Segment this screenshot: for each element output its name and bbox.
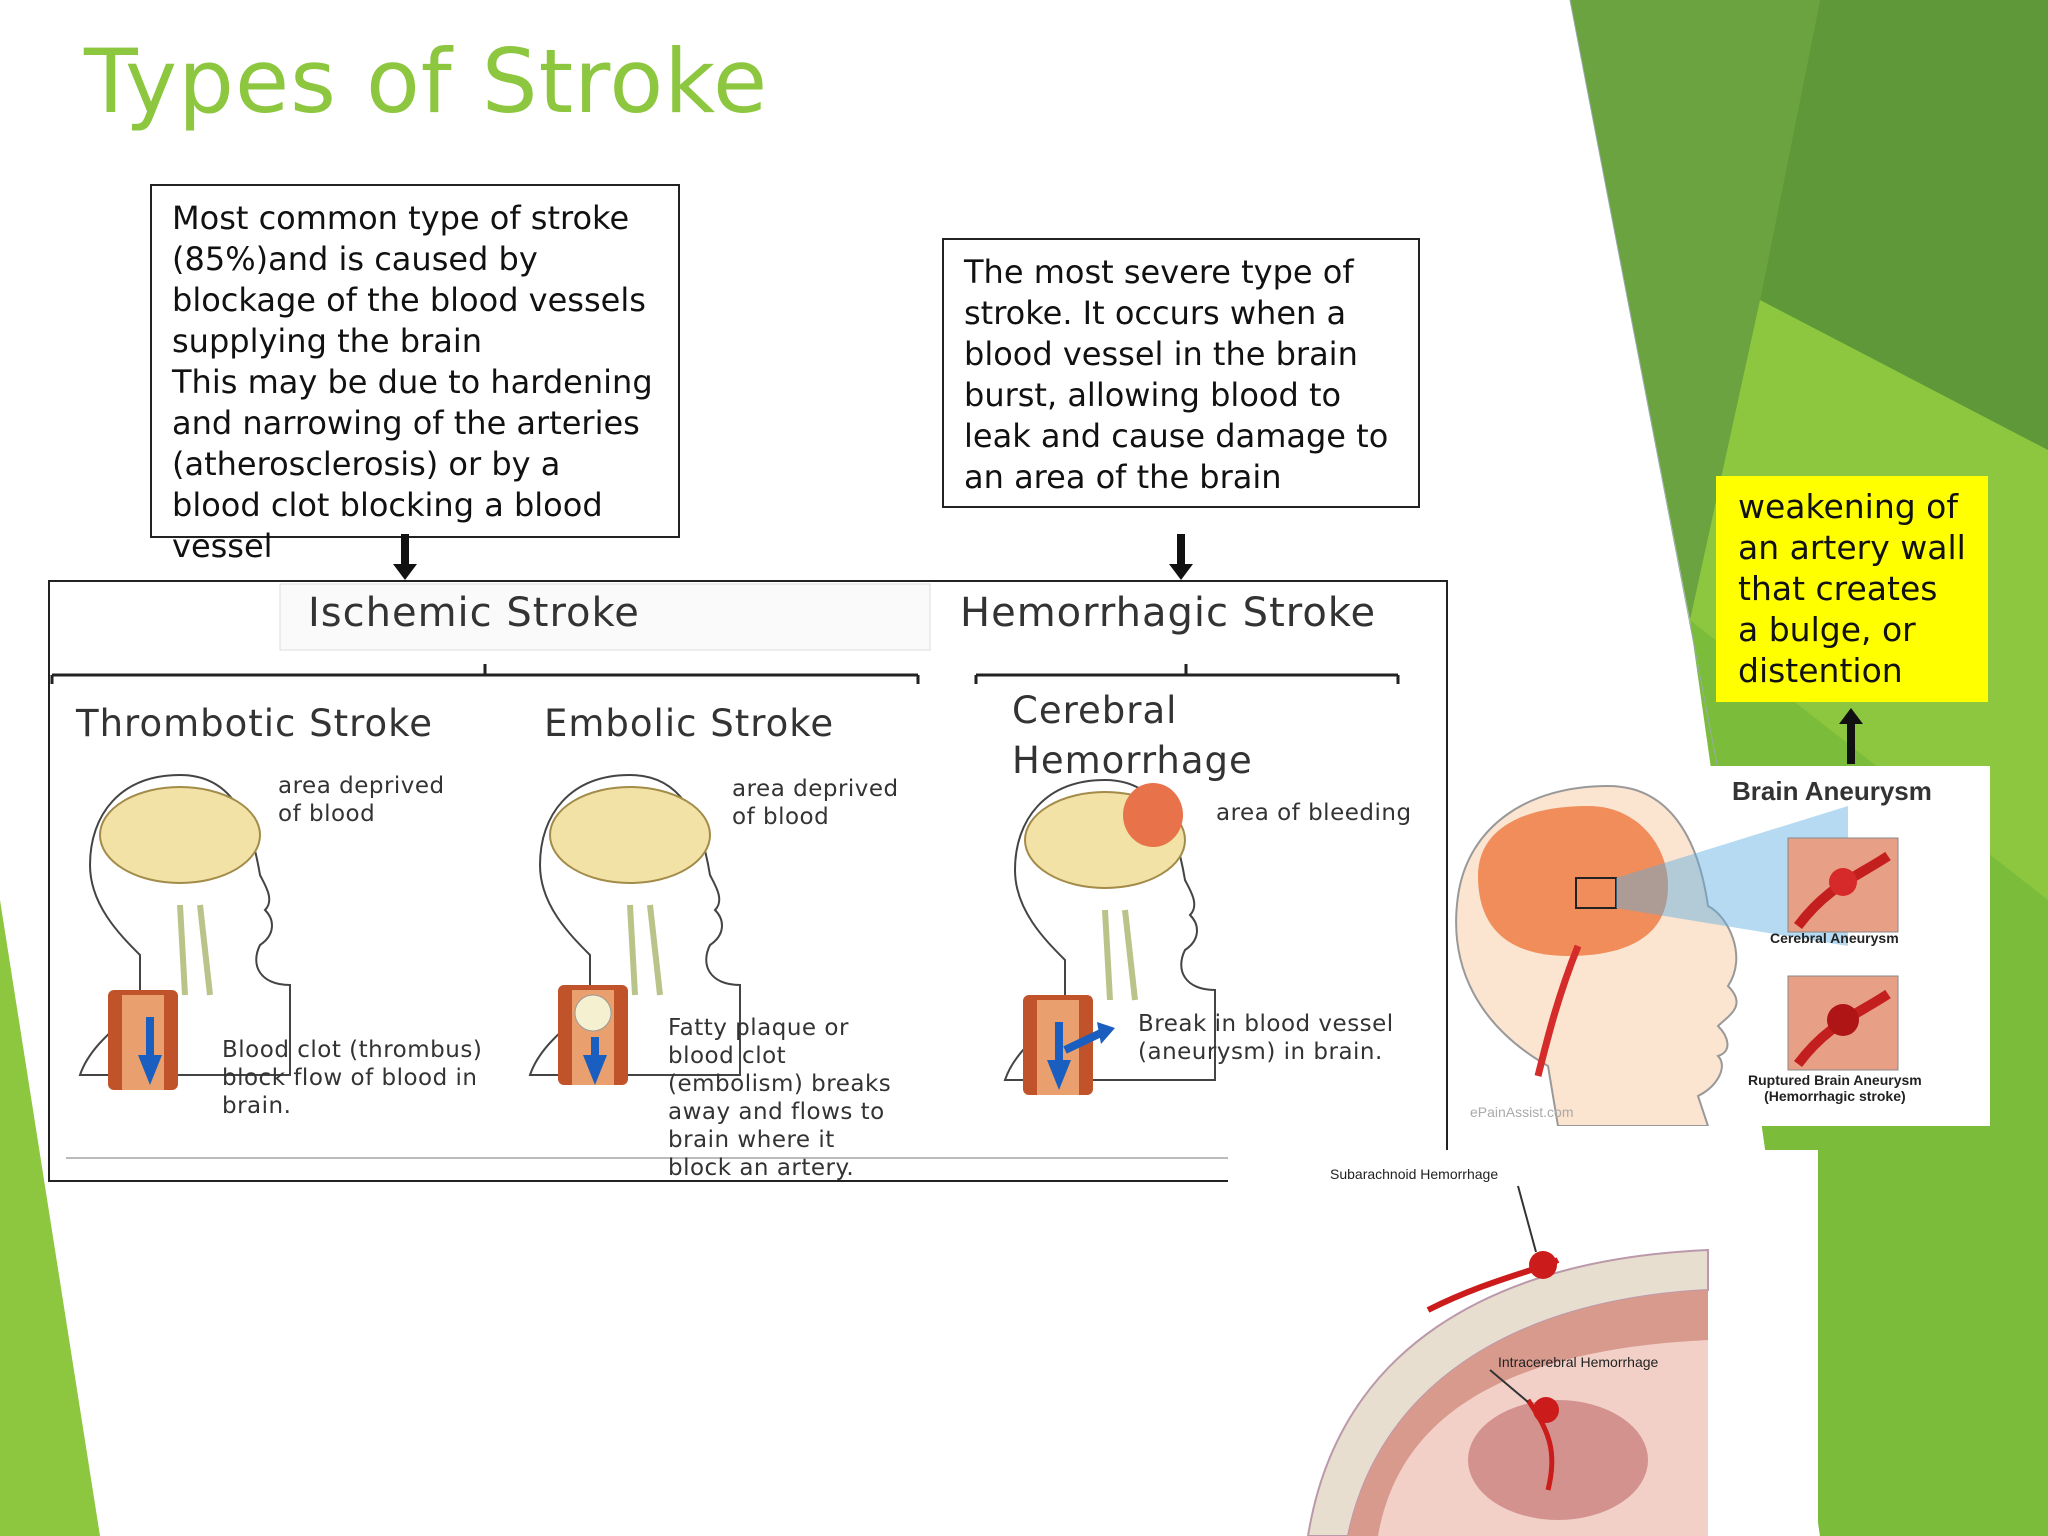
embolic-stroke-title: Embolic Stroke bbox=[544, 702, 835, 745]
page-title: Types of Stroke bbox=[84, 30, 769, 133]
cerebral-area-label: area of bleeding bbox=[1216, 800, 1412, 826]
thrombotic-area-label: area deprived of blood bbox=[278, 773, 445, 827]
embolic-head-illustration bbox=[528, 773, 741, 1085]
ischemic-stroke-header: Ischemic Stroke bbox=[308, 590, 640, 636]
embolic-area-label: area deprived of blood bbox=[732, 776, 899, 830]
aneurysm-image-title: Brain Aneurysm bbox=[1732, 776, 1932, 806]
arrow-down-icon bbox=[1169, 534, 1193, 580]
aneurysm-definition-box: weakening of an artery wall that creates… bbox=[1716, 476, 1988, 702]
stroke-types-diagram bbox=[48, 580, 1448, 1182]
hemorrhagic-stroke-header: Hemorrhagic Stroke bbox=[960, 590, 1377, 636]
diagram-lines bbox=[50, 583, 1400, 1159]
aneurysm-label-2: Ruptured Brain Aneurysm (Hemorrhagic str… bbox=[1748, 1072, 1922, 1104]
cerebral-caption: Break in blood vessel (aneurysm) in brai… bbox=[1138, 1011, 1394, 1065]
hemorrhage-illustration bbox=[1306, 1185, 1709, 1536]
cerebral-head-illustration bbox=[1003, 778, 1216, 1095]
thrombotic-head-illustration bbox=[78, 773, 291, 1090]
aneurysm-watermark: ePainAssist.com bbox=[1470, 1104, 1574, 1120]
arrow-down-icon bbox=[393, 534, 417, 580]
arrow-up-icon bbox=[1839, 708, 1863, 764]
cerebral-hemorrhage-title: Cerebral Hemorrhage bbox=[1012, 689, 1253, 782]
thrombotic-caption: Blood clot (thrombus) block flow of bloo… bbox=[222, 1037, 483, 1119]
aneurysm-illustration bbox=[1455, 784, 1899, 1126]
ischemic-description-box: Most common type of stroke (85%)and is c… bbox=[150, 184, 680, 565]
subarachnoid-label: Subarachnoid Hemorrhage bbox=[1330, 1166, 1499, 1182]
hemorrhagic-description-box: The most severe type of stroke. It occur… bbox=[942, 238, 1420, 508]
intracerebral-label: Intracerebral Hemorrhage bbox=[1498, 1354, 1659, 1370]
aneurysm-label-1: Cerebral Aneurysm bbox=[1770, 930, 1899, 946]
thrombotic-stroke-title: Thrombotic Stroke bbox=[76, 702, 434, 745]
embolic-caption: Fatty plaque or blood clot (embolism) br… bbox=[668, 1015, 892, 1181]
